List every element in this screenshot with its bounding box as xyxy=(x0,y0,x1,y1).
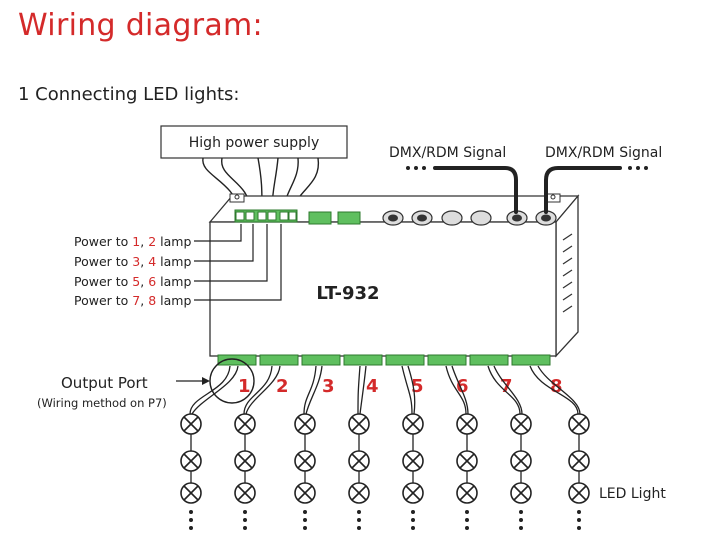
continuation-dots xyxy=(189,510,581,530)
channel-number: 1 xyxy=(238,376,251,397)
channel-number: 3 xyxy=(322,376,335,397)
device-model: LT-932 xyxy=(316,283,379,304)
section-subtitle: 1 Connecting LED lights: xyxy=(18,84,240,105)
output-port-label: Output Port xyxy=(61,374,148,392)
power-label-7-8: Power to 7, 8 lamp xyxy=(74,293,191,308)
terminal-block xyxy=(337,211,361,225)
output-port-note: (Wiring method on P7) xyxy=(37,396,167,410)
channel-number: 2 xyxy=(276,376,289,397)
power-label-1-2: Power to 1, 2 lamp xyxy=(74,234,191,249)
dmx-signal-label-right: DMX/RDM Signal xyxy=(545,145,662,161)
power-supply-label: High power supply xyxy=(189,135,319,151)
terminal-block xyxy=(308,211,332,225)
dmx-signal-label-left: DMX/RDM Signal xyxy=(389,145,506,161)
power-label-3-4: Power to 3, 4 lamp xyxy=(74,254,191,269)
power-label-5-6: Power to 5, 6 lamp xyxy=(74,274,191,289)
power-supply-box xyxy=(160,125,348,159)
power-leader-lines xyxy=(194,224,282,301)
page-title: Wiring diagram: xyxy=(18,8,263,43)
power-input-terminal xyxy=(234,209,298,223)
output-wires xyxy=(189,365,579,415)
channel-number: 6 xyxy=(456,376,469,397)
dmx-cables xyxy=(433,166,622,214)
output-return-wires xyxy=(191,365,581,415)
channel-number: 4 xyxy=(366,376,379,397)
led-light-label: LED Light xyxy=(599,486,666,502)
dmx-dots xyxy=(406,166,648,170)
lamp-strings xyxy=(180,413,590,504)
